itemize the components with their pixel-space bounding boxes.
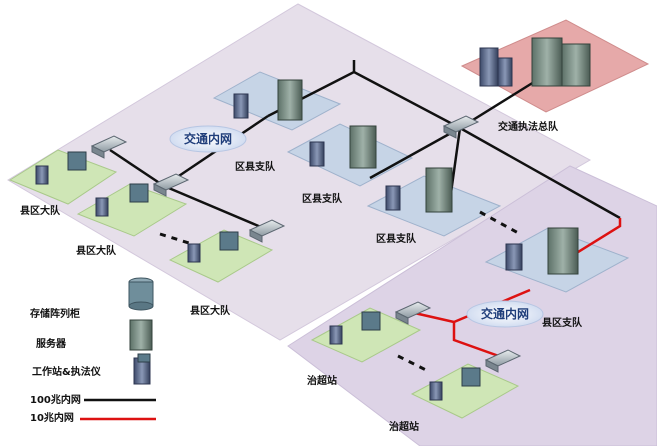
tile-station-2 bbox=[410, 363, 520, 419]
tile-station-1 bbox=[310, 307, 422, 363]
county-brigade-1-label: 区县支队 bbox=[235, 160, 276, 173]
server-icon bbox=[505, 227, 579, 275]
station-2-label: 治超站 bbox=[389, 420, 419, 433]
switch-icon bbox=[248, 219, 286, 243]
county-brigade-4-label: 县区支队 bbox=[542, 316, 583, 329]
switch-icon bbox=[484, 349, 522, 373]
switch-icon bbox=[152, 173, 190, 197]
workstation-icon bbox=[35, 151, 87, 185]
legend-server-label: 服务器 bbox=[36, 337, 67, 350]
county-brigade-2-label: 区县支队 bbox=[302, 192, 343, 205]
workstation-icon bbox=[429, 367, 481, 401]
cloud-upper: 交通内网 bbox=[169, 125, 247, 153]
legend-100m-label: 100兆内网 bbox=[30, 393, 81, 406]
cloud-upper-label: 交通内网 bbox=[184, 131, 232, 146]
switch-icon bbox=[90, 135, 128, 159]
tile-team-1 bbox=[8, 149, 118, 205]
legend-workstation-label: 工作站&执法仪 bbox=[32, 365, 102, 378]
workstation-icon bbox=[133, 353, 151, 385]
workstation-icon bbox=[187, 231, 239, 263]
legend-storage-label: 存储阵列柜 bbox=[30, 307, 80, 320]
hq-server-icon bbox=[479, 37, 591, 87]
team-1-label: 县区大队 bbox=[20, 204, 61, 217]
workstation-icon bbox=[329, 311, 381, 345]
server-icon bbox=[233, 79, 303, 121]
dashed-connectors bbox=[159, 210, 521, 374]
hq-label: 交通执法总队 bbox=[498, 120, 559, 133]
server-icon bbox=[309, 125, 377, 169]
county-brigade-3-label: 区县支队 bbox=[376, 232, 417, 245]
server-icon bbox=[129, 319, 153, 351]
tile-team-3 bbox=[168, 229, 274, 283]
switch-icon bbox=[394, 301, 432, 325]
switch-icon bbox=[442, 115, 480, 139]
team-3-label: 县区大队 bbox=[190, 304, 231, 317]
storage-icon bbox=[128, 277, 154, 311]
cloud-lower: 交通内网 bbox=[466, 300, 544, 328]
legend-10m-label: 10兆内网 bbox=[30, 411, 74, 424]
team-2-label: 县区大队 bbox=[76, 244, 117, 257]
workstation-icon bbox=[95, 183, 149, 217]
legend: 存储阵列柜 服务器 工作站&执法仪 100兆内网 10兆内网 bbox=[30, 277, 156, 424]
cloud-lower-label: 交通内网 bbox=[481, 306, 529, 321]
tile-county-brigade-1 bbox=[212, 71, 342, 131]
main-network-plane bbox=[7, 3, 592, 341]
station-1-label: 治超站 bbox=[307, 374, 337, 387]
server-icon bbox=[385, 167, 453, 213]
tile-team-2 bbox=[76, 183, 188, 237]
